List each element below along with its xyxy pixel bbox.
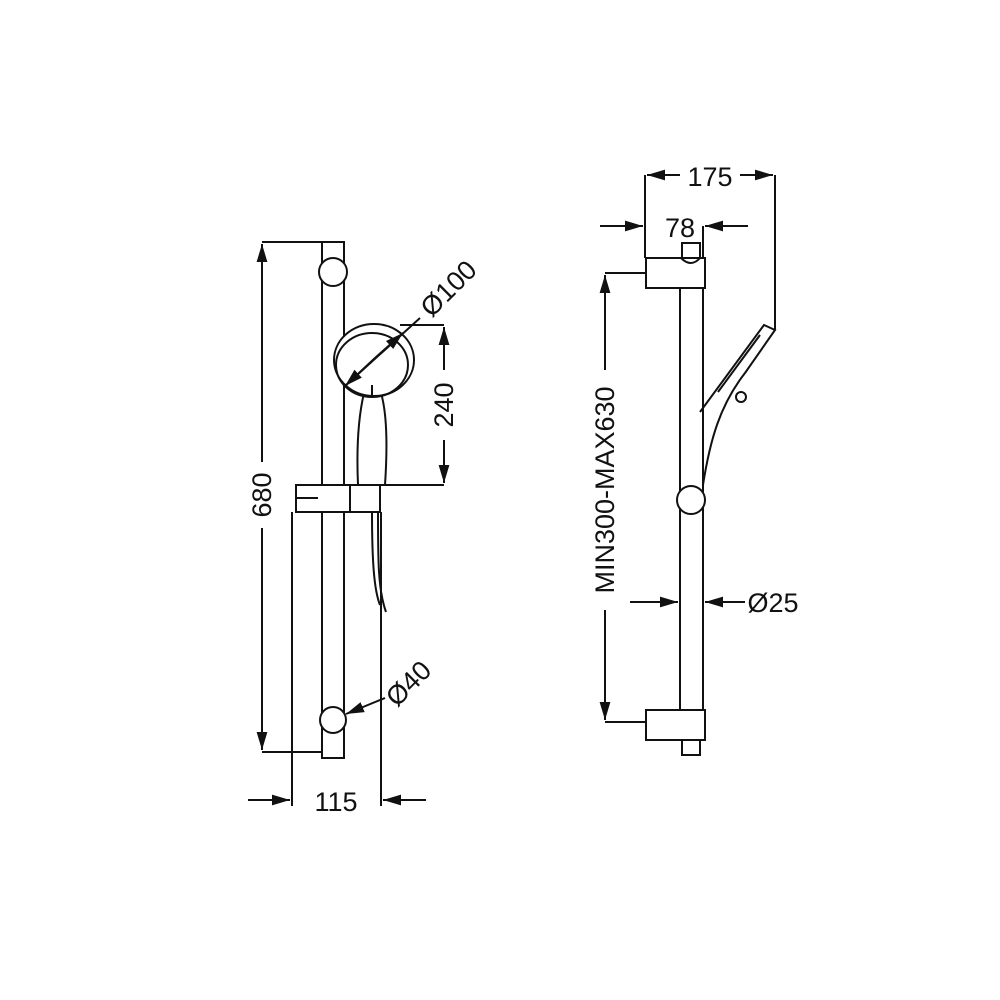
dim-bracket-diameter: Ø40 xyxy=(380,655,437,712)
handle xyxy=(356,392,388,486)
front-view: 680 240 Ø100 Ø40 115 xyxy=(247,241,483,817)
hand-shower-side xyxy=(699,323,777,486)
bottom-bracket xyxy=(319,706,347,734)
dim-bracket-depth: 78 xyxy=(665,213,695,243)
dim-total-height: 680 xyxy=(247,472,277,517)
dim-head-to-slider: 240 xyxy=(429,382,459,427)
hose xyxy=(377,511,387,613)
top-bracket xyxy=(318,257,348,287)
slider-side xyxy=(676,485,706,515)
side-view: 175 78 MIN300-MAX630 Ø25 xyxy=(590,162,799,756)
bottom-wall-bracket xyxy=(645,709,706,741)
dim-rail-diameter: Ø25 xyxy=(747,588,798,618)
top-cap xyxy=(681,242,701,260)
dim-total-depth: 175 xyxy=(687,162,732,192)
dim-projection: 115 xyxy=(314,787,357,817)
bottom-cap xyxy=(681,739,701,756)
dim-bracket-spacing: MIN300-MAX630 xyxy=(590,386,620,593)
dim-head-diameter: Ø100 xyxy=(415,255,483,323)
